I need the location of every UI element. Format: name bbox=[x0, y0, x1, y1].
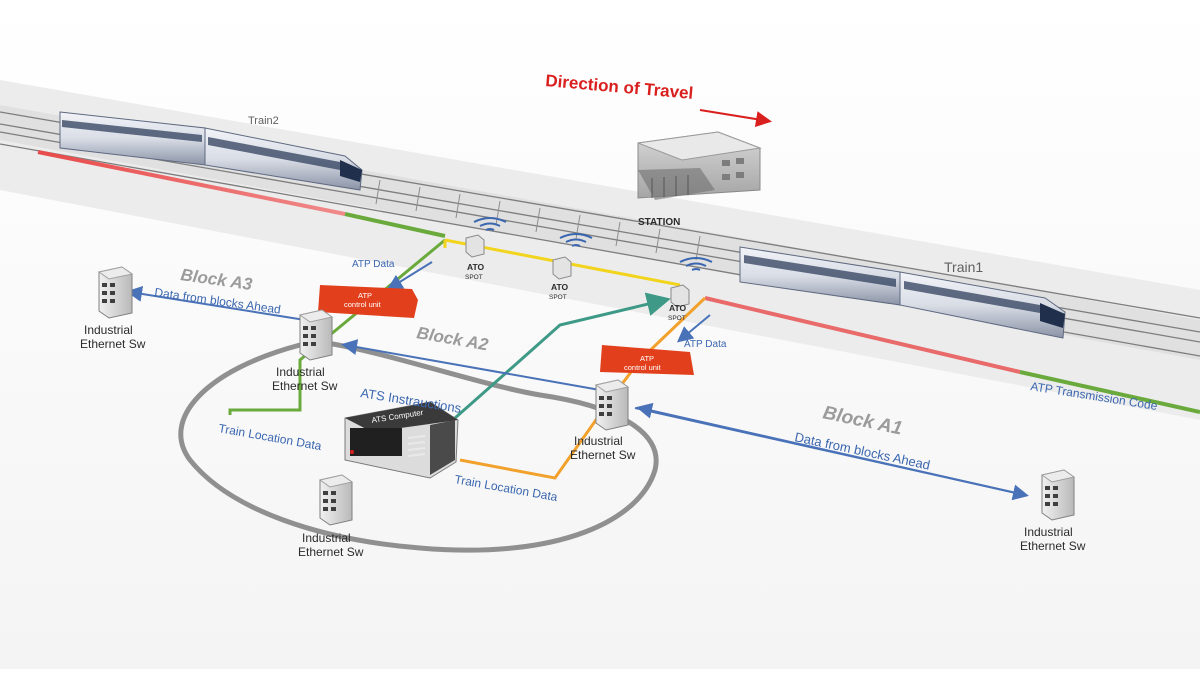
direction-arrow bbox=[699, 109, 772, 127]
atp-cu-label-a3-line2: control unit bbox=[344, 300, 382, 309]
train1 bbox=[739, 246, 1066, 339]
atp-data-label-a1: ATP Data bbox=[684, 339, 727, 350]
ato-spot-label-2: ATO bbox=[551, 282, 569, 292]
ethernet-switch-top-left bbox=[97, 266, 134, 319]
switch-label-right-2: Ethernet Sw bbox=[1020, 539, 1086, 553]
atp-control-unit-a3 bbox=[318, 285, 418, 318]
switch-label-a1-2: Ethernet Sw bbox=[570, 448, 636, 462]
ethernet-switch-a1 bbox=[594, 379, 630, 431]
atp-cu-label-a1-line1: ATP bbox=[640, 354, 654, 363]
atp-data-label-a3: ATP Data bbox=[352, 259, 395, 270]
atp-code-line-green-left bbox=[344, 212, 446, 238]
ring-return-link bbox=[341, 339, 601, 391]
station-building bbox=[637, 131, 762, 200]
switch-label-right-1: Industrial bbox=[1024, 525, 1073, 539]
ato-spot-box bbox=[465, 234, 485, 258]
wireless-signal-icon bbox=[559, 233, 593, 247]
ato-spot-label-1: ATO bbox=[467, 262, 485, 272]
wireless-signal-icon bbox=[679, 257, 713, 271]
train2 bbox=[59, 111, 363, 191]
ats-computer bbox=[344, 401, 459, 479]
ats-screen bbox=[350, 428, 402, 456]
train-location-link-left bbox=[228, 238, 446, 415]
ato-spot-box bbox=[670, 284, 690, 308]
ethernet-ring bbox=[178, 339, 659, 553]
atp-code-line-red-left bbox=[37, 150, 346, 216]
data-ahead-link-a1-return bbox=[636, 402, 1026, 496]
station-label: STATION bbox=[638, 217, 680, 228]
ats-instructions-link bbox=[454, 292, 671, 420]
switch-label-a3-2: Ethernet Sw bbox=[272, 379, 338, 393]
track-sleepers bbox=[375, 179, 701, 261]
ethernet-switch-right bbox=[1040, 469, 1076, 521]
train1-label: Train1 bbox=[944, 259, 983, 275]
atp-data-link-a1 bbox=[676, 314, 711, 343]
ato-spot-sub-2: SPOT bbox=[549, 294, 567, 301]
atp-cu-label-a3-line1: ATP bbox=[358, 291, 372, 300]
wireless-signal-icon bbox=[473, 217, 507, 231]
switch-label-tl-1: Industrial bbox=[84, 323, 133, 337]
switch-label-bottom-2: Ethernet Sw bbox=[298, 545, 364, 559]
ato-spot-box bbox=[552, 256, 572, 280]
train2-label: Train2 bbox=[248, 115, 279, 127]
switch-label-bottom-1: Industrial bbox=[302, 531, 351, 545]
atp-code-line-red-right bbox=[704, 296, 1021, 374]
switch-label-a1-1: Industrial bbox=[574, 434, 623, 448]
atp-code-line-green-right bbox=[1019, 370, 1200, 414]
switch-label-tl-2: Ethernet Sw bbox=[80, 337, 146, 351]
ethernet-switch-bottom bbox=[318, 474, 354, 526]
switch-label-a3-1: Industrial bbox=[276, 365, 325, 379]
atp-cu-label-a1-line2: control unit bbox=[624, 363, 662, 372]
data-ahead-link-a3 bbox=[126, 285, 306, 321]
ato-spot-sub-3: SPOT bbox=[668, 315, 686, 322]
ato-spot-sub-1: SPOT bbox=[465, 274, 483, 281]
atp-data-link-a3 bbox=[386, 261, 433, 291]
atp-control-unit-a1 bbox=[600, 345, 694, 375]
ato-spot-label-3: ATO bbox=[669, 303, 687, 313]
ethernet-switch-a3 bbox=[298, 309, 334, 361]
